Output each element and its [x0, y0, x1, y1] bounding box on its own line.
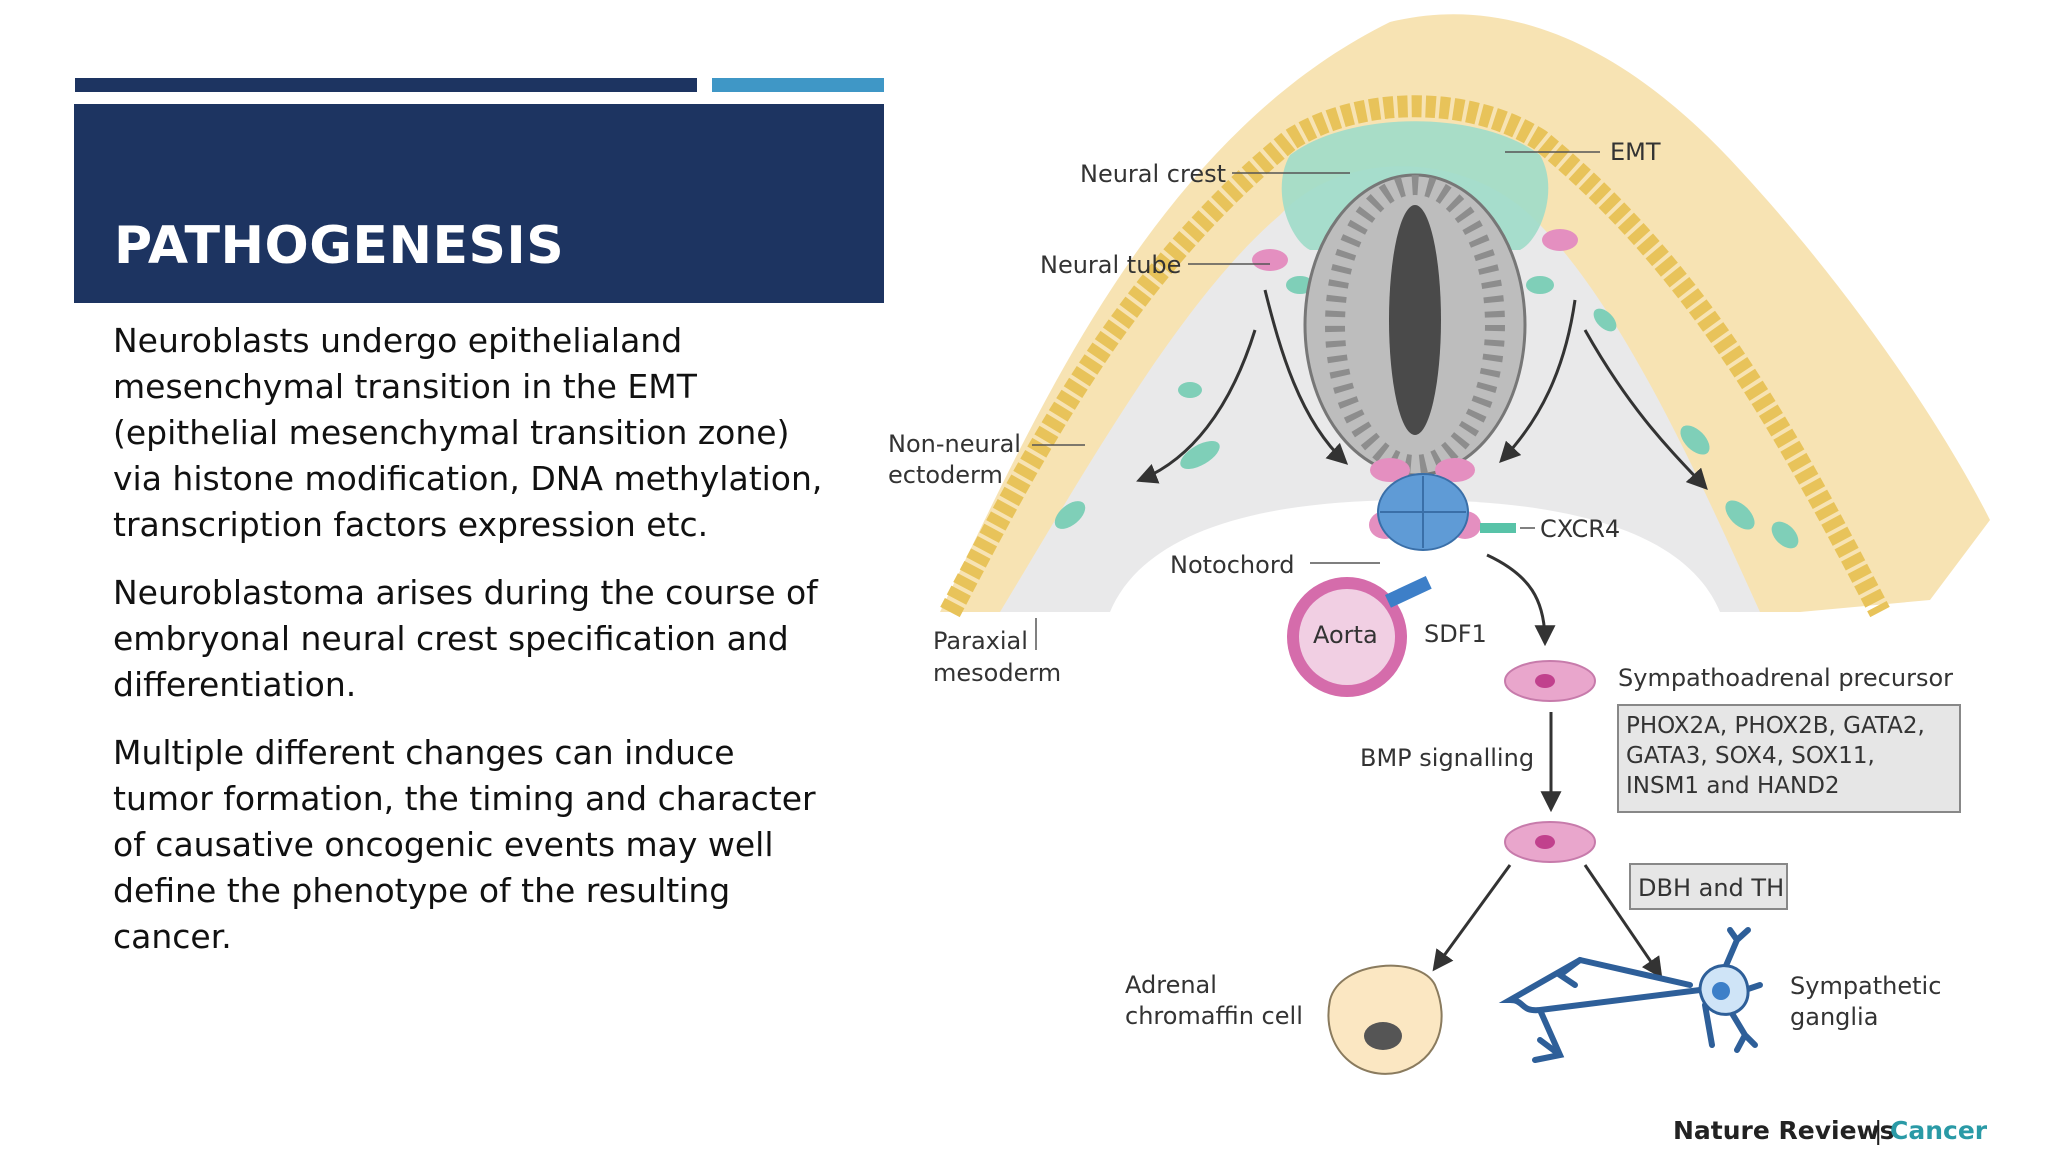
adrenal-chromaffin-cell	[1327, 964, 1443, 1075]
mesoderm-arch	[1110, 500, 1720, 612]
cxcr4-receptor	[1480, 523, 1516, 533]
dbh-th-box	[1629, 863, 1788, 910]
label-dbh-th: DBH and TH	[1638, 874, 1784, 902]
paragraph-emt: Neuroblasts undergo epithelialand mesenc…	[113, 321, 823, 544]
paragraph-oncogenic: Multiple different changes can induce tu…	[113, 733, 816, 956]
committed-precursor-cell	[1504, 821, 1596, 863]
label-markers-1: PHOX2A, PHOX2B, GATA2,	[1626, 713, 1925, 739]
title-banner: PATHOGENESIS	[74, 104, 884, 303]
paragraph-origin: Neuroblastoma arises during the course o…	[113, 573, 818, 704]
label-emt: EMT	[1610, 138, 1661, 166]
label-markers-3: INSM1 and HAND2	[1626, 773, 1840, 799]
neural-crest-diagram: Neural crest Neural tube EMT Non-neural …	[884, 14, 2048, 1152]
label-adrenal-1: Adrenal	[1125, 971, 1217, 999]
label-neural-tube: Neural tube	[1040, 251, 1181, 279]
header-accent-bar-dark	[75, 78, 697, 92]
ectoderm-cell-layer	[940, 95, 1890, 618]
label-sympathetic-2: ganglia	[1790, 1003, 1878, 1031]
label-aorta: Aorta	[1313, 621, 1378, 649]
label-sdf1: SDF1	[1424, 620, 1487, 648]
label-markers-2: GATA3, SOX4, SOX11,	[1626, 743, 1875, 769]
label-cxcr4: CXCR4	[1540, 515, 1620, 543]
label-paraxial-2: mesoderm	[933, 659, 1061, 687]
slide-title: PATHOGENESIS	[114, 216, 565, 276]
label-sympathetic-1: Sympathetic	[1790, 972, 1941, 1000]
label-notochord: Notochord	[1170, 551, 1295, 579]
label-non-neural-1: Non-neural	[888, 430, 1021, 458]
credit-journal: Nature Reviews	[1673, 1116, 1895, 1145]
credit-separator: |	[1874, 1116, 1882, 1145]
label-non-neural-2: ectoderm	[888, 461, 1003, 489]
label-adrenal-2: chromaffin cell	[1125, 1002, 1303, 1030]
sdf1-ligand	[1385, 575, 1432, 608]
label-bmp-signalling: BMP signalling	[1360, 744, 1534, 772]
sympathetic-neuron	[1498, 927, 1763, 1063]
label-paraxial-1: Paraxial	[933, 627, 1028, 655]
label-sympathoadrenal-precursor: Sympathoadrenal precursor	[1618, 664, 1953, 692]
header-accent-bar-light	[712, 78, 884, 92]
label-neural-crest: Neural crest	[1080, 160, 1226, 188]
notochord-cells	[1369, 458, 1481, 551]
neural-tube	[1303, 173, 1527, 477]
markers-box	[1617, 704, 1961, 813]
body-text: Neuroblasts undergo epithelialand mesenc…	[113, 318, 833, 982]
sympathoadrenal-precursor-cell	[1504, 660, 1596, 702]
aorta-vessel	[1287, 575, 1432, 697]
credit-section: Cancer	[1890, 1116, 1988, 1145]
